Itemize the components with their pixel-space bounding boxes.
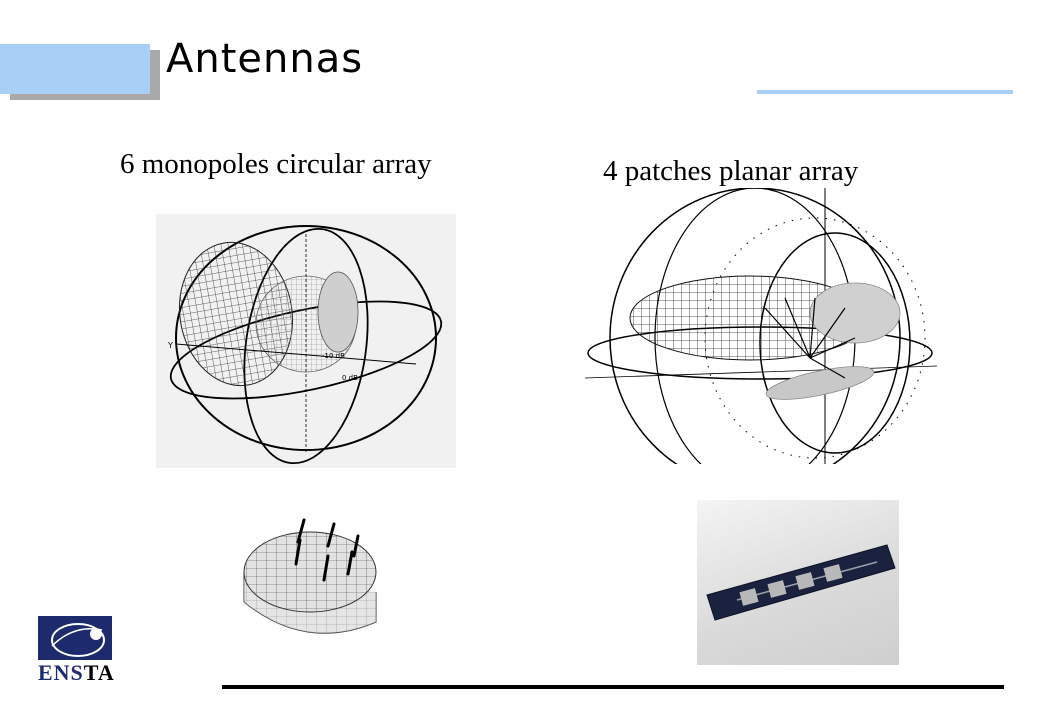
title-accent-block (0, 44, 150, 94)
label-minus-10db: -10 dB (322, 352, 345, 360)
monopole-array-graphic (243, 518, 377, 634)
ensta-logo-text: ENSTA (38, 660, 115, 686)
logo-text-ens: ENS (38, 660, 84, 685)
left-caption: 6 monopoles circular array (120, 148, 432, 180)
right-caption: 4 patches planar array (603, 155, 859, 187)
title-underline (757, 90, 1013, 94)
axis-label-y: Y (167, 341, 173, 350)
logo-text-ta: TA (83, 660, 115, 685)
monopole-array-illustration (236, 512, 386, 642)
patch-board-graphic (706, 544, 896, 621)
footer-rule (222, 685, 1004, 689)
ensta-logo-mark (38, 616, 112, 660)
patch-radiation-pattern (585, 188, 937, 464)
monopole-pattern-graphic: Y -10 dB 0 dB (167, 225, 443, 465)
slide-title: Antennas (166, 36, 364, 82)
monopole-radiation-pattern: Y -10 dB 0 dB (156, 214, 456, 468)
patch-pattern-graphic (585, 188, 937, 464)
patch-array-photo (697, 500, 899, 665)
ensta-logo (38, 616, 112, 684)
label-0db: 0 dB (342, 374, 358, 382)
